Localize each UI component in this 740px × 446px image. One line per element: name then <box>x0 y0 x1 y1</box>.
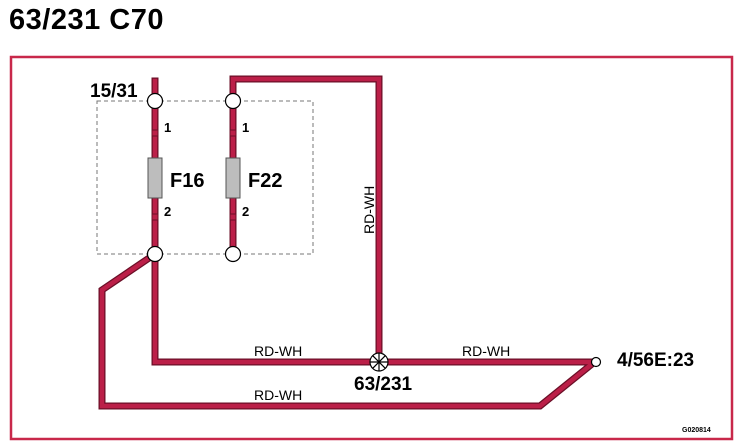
pin-dot <box>229 129 237 137</box>
wires <box>99 76 596 409</box>
fuse-f22-pin-bottom: 2 <box>242 204 249 219</box>
fuse-f22-label: F22 <box>248 170 282 192</box>
fuse-box-outline <box>96 100 314 255</box>
wire-color-mid-left: RD-WH <box>254 343 302 359</box>
fuse-f16-pin-top: 1 <box>164 120 171 135</box>
wire-color-bottom: RD-WH <box>254 387 302 403</box>
diagram-title: 63/231 C70 <box>9 4 164 36</box>
wire-rd-wh-bottom <box>99 250 596 409</box>
fuse-f22-pin-top: 1 <box>242 120 249 135</box>
wire-color-vertical: RD-WH <box>361 186 377 234</box>
pin-dot <box>151 213 159 221</box>
pin-dot <box>229 213 237 221</box>
pin-dots <box>151 129 237 221</box>
wire-rd-wh-middle <box>152 251 595 365</box>
supply-label: 15/31 <box>90 81 138 102</box>
terminal-f22-top <box>224 92 242 110</box>
fuse-f16-label: F16 <box>170 170 204 192</box>
terminal-f16-bottom <box>146 245 164 263</box>
splice-label: 63/231 <box>354 374 413 395</box>
pin-dot <box>151 129 159 137</box>
wire-rd-wh-vertical <box>230 76 382 362</box>
wire-color-mid-right: RD-WH <box>462 343 510 359</box>
terminal-f22-bottom <box>224 245 242 263</box>
diagram-frame <box>9 55 734 441</box>
connector-label: 4/56E:23 <box>617 350 694 371</box>
fuse-f16 <box>147 157 163 199</box>
terminal-f16-top <box>146 92 164 110</box>
fuse-f22 <box>225 157 241 199</box>
fuse-f16-pin-bottom: 2 <box>164 204 171 219</box>
terminals <box>146 92 602 368</box>
splice-icon <box>369 352 389 372</box>
figure-id: G020814 <box>682 427 711 434</box>
connector-terminal <box>590 356 602 368</box>
wire-outlines <box>98 75 597 410</box>
